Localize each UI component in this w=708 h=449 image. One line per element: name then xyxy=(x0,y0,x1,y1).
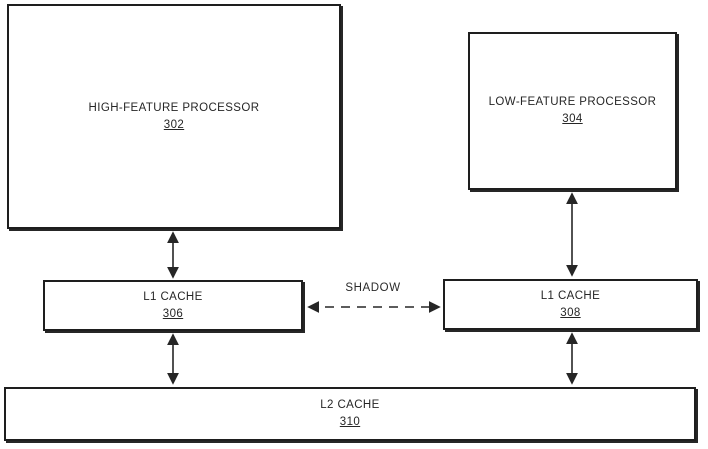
l1-cache-308-ref: 308 xyxy=(560,306,581,319)
high-feature-processor-box: HIGH-FEATURE PROCESSOR 302 xyxy=(7,4,341,229)
low-feature-processor-ref: 304 xyxy=(562,113,583,125)
l1-cache-306-label: L1 CACHE xyxy=(143,290,203,303)
l1-cache-308-label: L1 CACHE xyxy=(540,289,601,302)
high-feature-processor-ref: 302 xyxy=(163,118,185,131)
l2-cache-box: L2 CACHE 310 xyxy=(4,387,696,441)
high-feature-processor-label: HIGH-FEATURE PROCESSOR xyxy=(88,101,260,114)
l1-cache-308-box: L1 CACHE 308 xyxy=(443,279,698,330)
l1-cache-306-box: L1 CACHE 306 xyxy=(43,280,303,331)
shadow-link-label: SHADOW xyxy=(345,282,401,294)
l2-cache-label: L2 CACHE xyxy=(320,399,380,412)
l1-cache-306-ref: 306 xyxy=(162,307,184,320)
l2-cache-ref: 310 xyxy=(339,416,361,428)
low-feature-processor-label: LOW-FEATURE PROCESSOR xyxy=(488,96,657,109)
low-feature-processor-box: LOW-FEATURE PROCESSOR 304 xyxy=(468,32,677,190)
